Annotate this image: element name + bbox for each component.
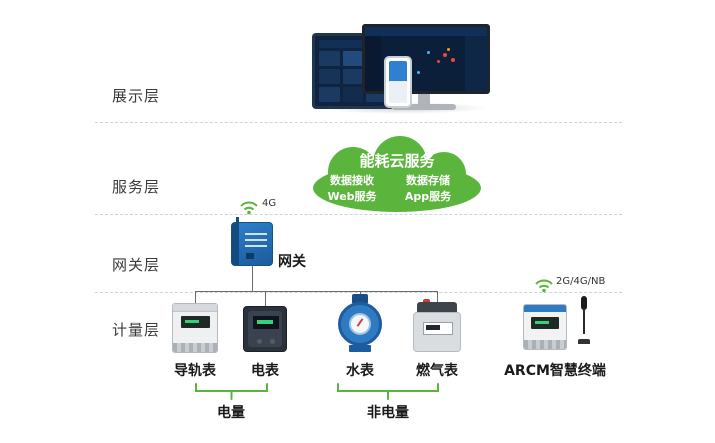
gateway-label: 网关 [278, 254, 306, 270]
monitor-device-icon [362, 24, 490, 94]
layer-separator-2 [95, 214, 622, 215]
gas-meter-icon [413, 299, 461, 352]
cloud-shape [313, 136, 481, 212]
antenna-icon [576, 296, 592, 344]
cloud-title: 能耗云服务 [359, 152, 435, 170]
gateway-wireless-label: 4G [262, 198, 277, 209]
wifi-icon [535, 279, 553, 293]
meter-label-din-rail: 导轨表 [174, 363, 216, 379]
meter-label-gas: 燃气表 [416, 363, 458, 379]
phone-device-icon [384, 56, 412, 108]
arcm-terminal-icon [523, 304, 567, 350]
din-rail-meter-icon [172, 303, 218, 353]
arcm-label: ARCM智慧终端 [504, 363, 606, 379]
layer-separator-1 [95, 122, 622, 123]
monitor-right-panel [465, 36, 487, 91]
monitor-stand-base [392, 104, 456, 110]
cloud-service-data-receive: 数据接收 [330, 174, 374, 187]
group-label-electric: 电量 [217, 405, 245, 421]
wifi-icon [240, 201, 258, 215]
gateway-device-icon [231, 217, 273, 266]
layer-label-service: 服务层 [112, 178, 161, 196]
monitor-topbar [365, 27, 487, 36]
meter-label-power: 电表 [251, 363, 279, 379]
phone-screen-top [389, 61, 407, 81]
group-brackets [195, 383, 439, 400]
meter-label-water: 水表 [346, 363, 374, 379]
cloud-service-app: App服务 [404, 190, 452, 203]
monitor-stand-neck [418, 93, 430, 105]
layer-separator-3 [95, 292, 622, 293]
water-meter-icon [336, 294, 384, 352]
layer-label-metering: 计量层 [112, 321, 161, 339]
arcm-wireless-label: 2G/4G/NB [556, 276, 606, 287]
group-label-non-electric: 非电量 [367, 405, 409, 421]
monitor-sidebar [365, 36, 381, 91]
layer-label-gateway: 网关层 [112, 256, 161, 274]
phone-screen-bottom [389, 81, 407, 103]
cloud-service-web: Web服务 [327, 190, 377, 203]
layer-label-display: 展示层 [112, 87, 161, 105]
cloud-service-data-storage: 数据存储 [406, 174, 450, 187]
power-meter-icon [243, 306, 287, 352]
tablet-header-bar [319, 40, 387, 48]
